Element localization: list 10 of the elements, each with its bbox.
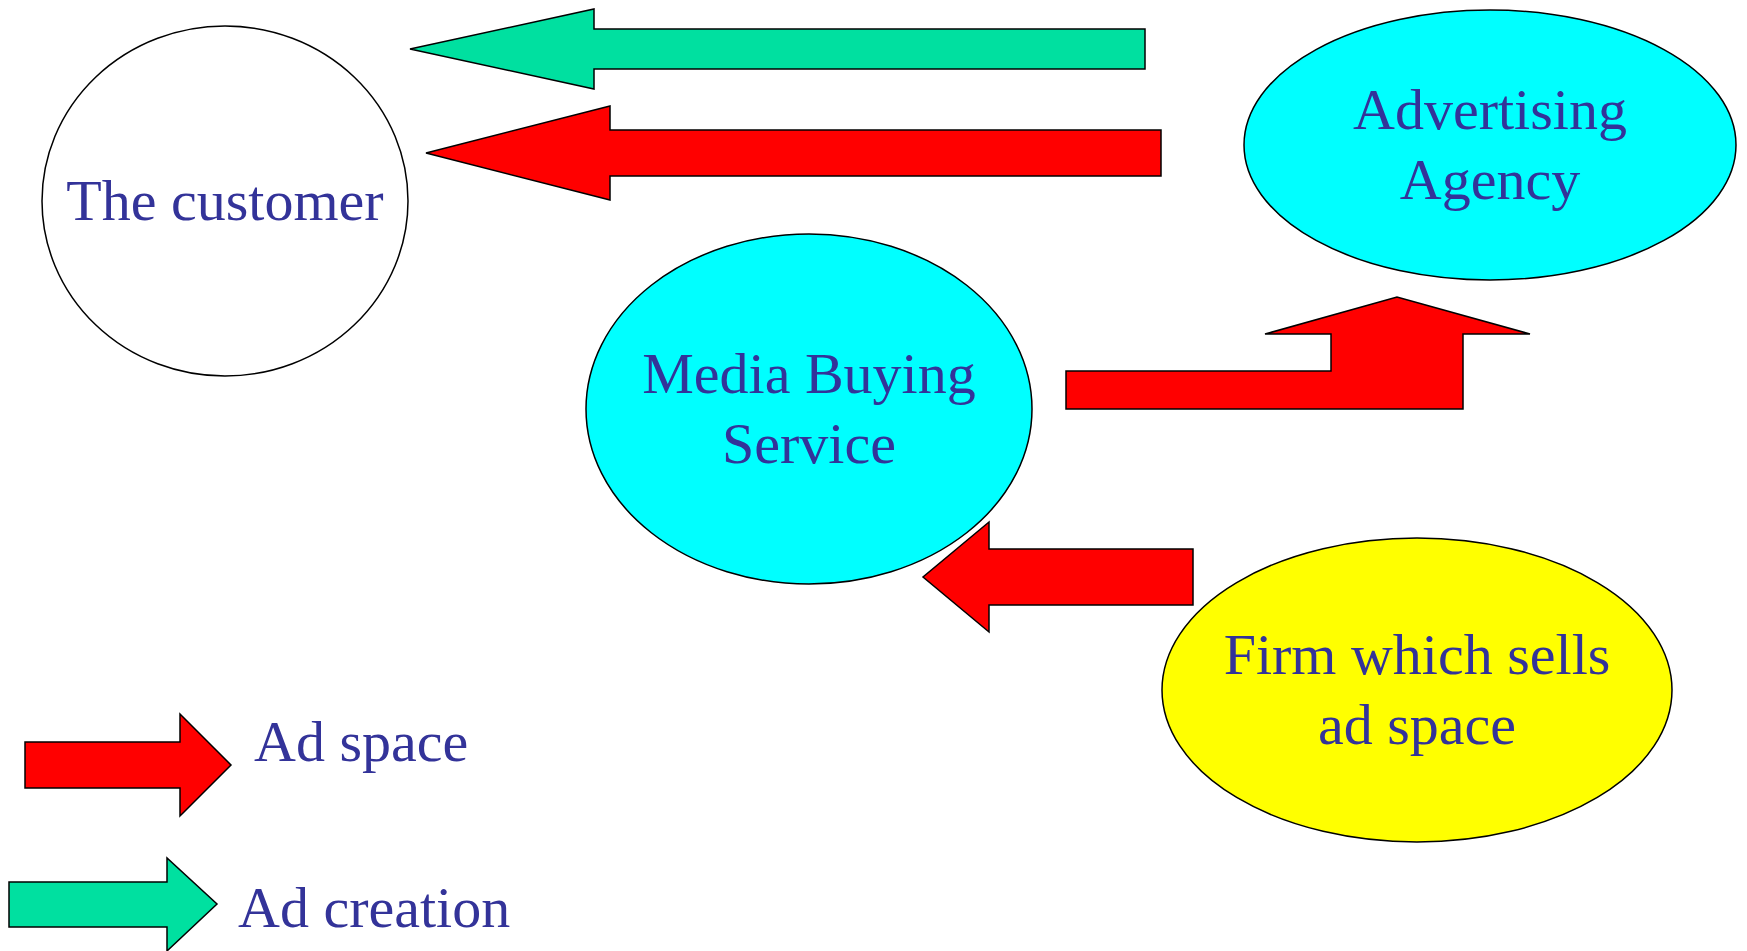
- block-arrow: [1065, 296, 1531, 410]
- node-label: The customer: [66, 167, 384, 236]
- legend-label: Ad creation: [238, 874, 511, 941]
- node-label: Firm which sells ad space: [1222, 621, 1612, 759]
- legend-label: Ad space: [254, 708, 469, 775]
- block-arrow: [921, 520, 1194, 634]
- node-label: Advertising Agency: [1352, 76, 1628, 214]
- block-arrow: [409, 8, 1146, 90]
- block-arrow: [425, 105, 1162, 201]
- node-label: Media Buying Service: [641, 340, 977, 478]
